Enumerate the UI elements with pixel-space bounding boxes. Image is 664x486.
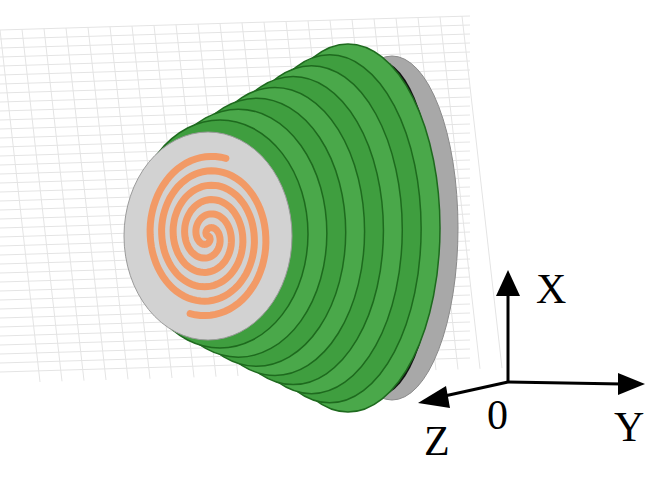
grid-line — [0, 30, 40, 382]
axis-label: 0 — [487, 394, 508, 436]
grid-line — [66, 28, 106, 380]
axis-label: X — [536, 268, 566, 310]
grid-line — [44, 29, 84, 381]
axis-label: Y — [614, 406, 644, 448]
spiral-substrate — [124, 132, 292, 340]
axis-triad — [418, 270, 645, 408]
axis-label: Z — [424, 420, 450, 462]
grid-line — [0, 16, 470, 30]
grid-line — [88, 27, 128, 379]
grid-line — [22, 29, 62, 381]
spiral-arms — [150, 156, 266, 315]
grid-line — [462, 16, 502, 368]
spiral-arm — [162, 171, 266, 316]
grid-line — [0, 25, 470, 39]
